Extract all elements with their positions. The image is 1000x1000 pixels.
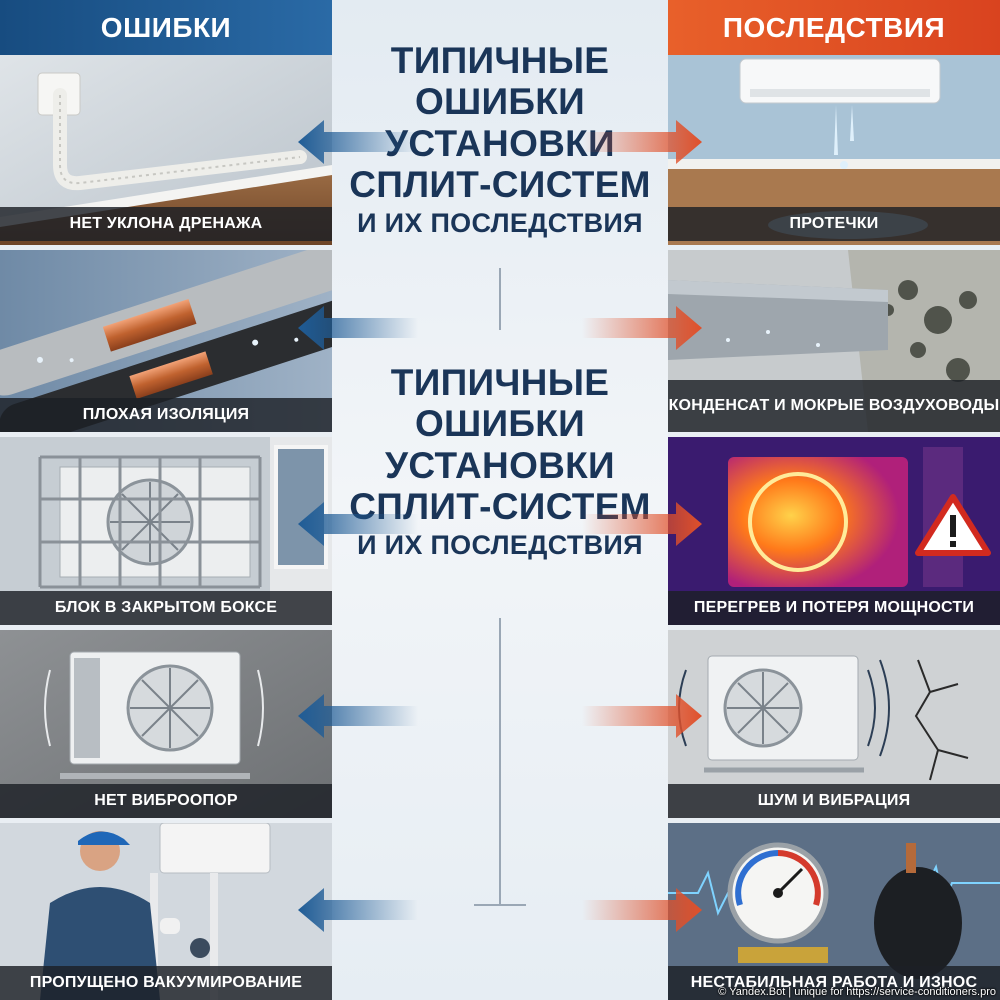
- arrow-right-icon: [582, 502, 702, 546]
- infographic-title-top: ТИПИЧНЫЕ ОШИБКИ УСТАНОВКИ СПЛИТ-СИСТЕМ И…: [332, 40, 668, 238]
- title-line: УСТАНОВКИ: [385, 444, 615, 486]
- arrow-left-icon: [298, 306, 418, 350]
- title-line: ОШИБКИ: [414, 403, 586, 445]
- consequence-panel-condensation: КОНДЕНСАТ И МОКРЫЕ ВОЗДУХОВОДЫ: [668, 250, 1000, 432]
- title-line: И ИХ ПОСЛЕДСТВИЯ: [357, 529, 643, 560]
- arrow-right-icon: [582, 888, 702, 932]
- error-panel-vacuum: ПРОПУЩЕНО ВАКУУМИРОВАНИЕ: [0, 823, 332, 1000]
- arrow-left-icon: [298, 502, 418, 546]
- arrow-left-icon: [298, 120, 418, 164]
- error-caption: ПЛОХАЯ ИЗОЛЯЦИЯ: [0, 398, 332, 432]
- arrow-left-icon: [298, 888, 418, 932]
- pressure-gauge-icon: [727, 842, 829, 944]
- error-panel-vibration: НЕТ ВИБРООПОР: [0, 630, 332, 818]
- consequence-caption: НЕСТАБИЛЬНАЯ РАБОТА И ИЗНОС: [668, 966, 1000, 1000]
- consequence-caption: ПЕРЕГРЕВ И ПОТЕРЯ МОЩНОСТИ: [668, 591, 1000, 625]
- error-panel-closed-box: БЛОК В ЗАКРЫТОМ БОКСЕ: [0, 437, 332, 625]
- consequence-panel-noise: ШУМ И ВИБРАЦИЯ: [668, 630, 1000, 818]
- consequence-caption: ПРОТЕЧКИ: [668, 207, 1000, 241]
- title-line: ТИПИЧНЫЕ: [390, 362, 610, 403]
- arrow-right-icon: [582, 694, 702, 738]
- title-line: УСТАНОВКИ: [385, 122, 615, 164]
- error-caption: НЕТ ВИБРООПОР: [0, 784, 332, 818]
- arrow-right-icon: [582, 306, 702, 350]
- error-caption: ПРОПУЩЕНО ВАКУУМИРОВАНИЕ: [0, 966, 332, 1000]
- center-column: ТИПИЧНЫЕ ОШИБКИ УСТАНОВКИ СПЛИТ-СИСТЕМ И…: [332, 0, 668, 1000]
- divider-cap: [474, 904, 526, 906]
- warning-triangle-icon: [915, 494, 991, 556]
- title-line: ОШИБКИ: [414, 81, 586, 123]
- consequence-panel-leaks: ПРОТЕЧКИ: [668, 55, 1000, 245]
- divider-line: [499, 268, 501, 330]
- watermark: © Yandex.Bot | unique for https://servic…: [718, 986, 996, 998]
- errors-header: ОШИБКИ: [0, 0, 332, 55]
- error-caption: БЛОК В ЗАКРЫТОМ БОКСЕ: [0, 591, 332, 625]
- consequence-panel-wear: НЕСТАБИЛЬНАЯ РАБОТА И ИЗНОС: [668, 823, 1000, 1000]
- arrow-right-icon: [582, 120, 702, 164]
- consequence-caption: ШУМ И ВИБРАЦИЯ: [668, 784, 1000, 818]
- error-panel-insulation: ПЛОХАЯ ИЗОЛЯЦИЯ: [0, 250, 332, 432]
- consequence-caption: КОНДЕНСАТ И МОКРЫЕ ВОЗДУХОВОДЫ: [668, 380, 1000, 432]
- consequences-header: ПОСЛЕДСТВИЯ: [668, 0, 1000, 55]
- title-line: И ИХ ПОСЛЕДСТВИЯ: [357, 207, 643, 238]
- divider-line: [499, 618, 501, 906]
- consequence-panel-overheat: ПЕРЕГРЕВ И ПОТЕРЯ МОЩНОСТИ: [668, 437, 1000, 625]
- arrow-left-icon: [298, 694, 418, 738]
- error-caption: НЕТ УКЛОНА ДРЕНАЖА: [0, 207, 332, 241]
- error-panel-drain: НЕТ УКЛОНА ДРЕНАЖА: [0, 55, 332, 245]
- title-line: СПЛИТ-СИСТЕМ: [349, 164, 651, 206]
- title-line: ТИПИЧНЫЕ: [390, 40, 610, 81]
